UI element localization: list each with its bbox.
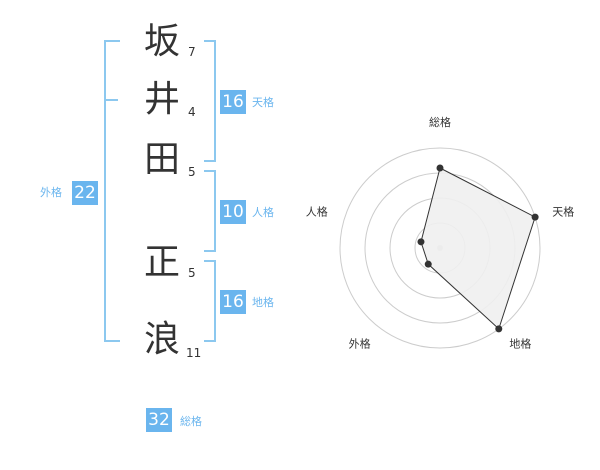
radar-point-3: [495, 325, 503, 333]
name-char-2: 井: [143, 79, 180, 120]
gaikaku-value-badge: 22: [72, 181, 98, 205]
radar-grid-ring-4: [339, 147, 541, 349]
jinkaku-value-badge: 10: [220, 200, 246, 224]
name-char-4: 正: [143, 242, 180, 283]
chikaku-label: 地格: [252, 296, 274, 309]
radar-series-polygon: [420, 167, 536, 330]
radar-axis-label-4: 外格: [349, 336, 371, 350]
tenkaku-label: 天格: [252, 96, 274, 109]
tenkaku-value-badge: 16: [220, 90, 246, 114]
soukaku-label: 総格: [180, 415, 202, 428]
radar-axis-label-1: 総格: [429, 115, 451, 129]
radar-point-1: [436, 164, 444, 172]
name-char-1: 坂: [143, 21, 180, 62]
stroke-count-3: 5: [188, 165, 196, 179]
radar-point-2: [531, 213, 539, 221]
jinkaku-label: 人格: [252, 206, 274, 219]
radar-point-5: [417, 238, 425, 246]
chikaku-bracket: [204, 260, 216, 342]
gaikaku-bracket-tick: [104, 99, 118, 101]
soukaku-value-badge: 32: [146, 408, 172, 432]
name-char-3: 田: [143, 139, 180, 180]
radar-axis-label-2: 天格: [552, 205, 574, 219]
stroke-count-1: 7: [188, 45, 196, 59]
stroke-count-4: 5: [188, 266, 196, 280]
chikaku-value-badge: 16: [220, 290, 246, 314]
gaikaku-label: 外格: [40, 186, 62, 199]
radar-point-4: [424, 260, 432, 268]
stroke-count-5: 11: [186, 346, 202, 360]
radar-axis-label-3: 地格: [509, 336, 531, 350]
gaikaku-bracket: [104, 40, 120, 342]
radar-axis-label-5: 人格: [306, 205, 328, 219]
name-char-5: 浪: [143, 319, 180, 360]
tenkaku-bracket: [204, 40, 216, 162]
jinkaku-bracket: [204, 170, 216, 252]
stroke-count-2: 4: [188, 105, 196, 119]
